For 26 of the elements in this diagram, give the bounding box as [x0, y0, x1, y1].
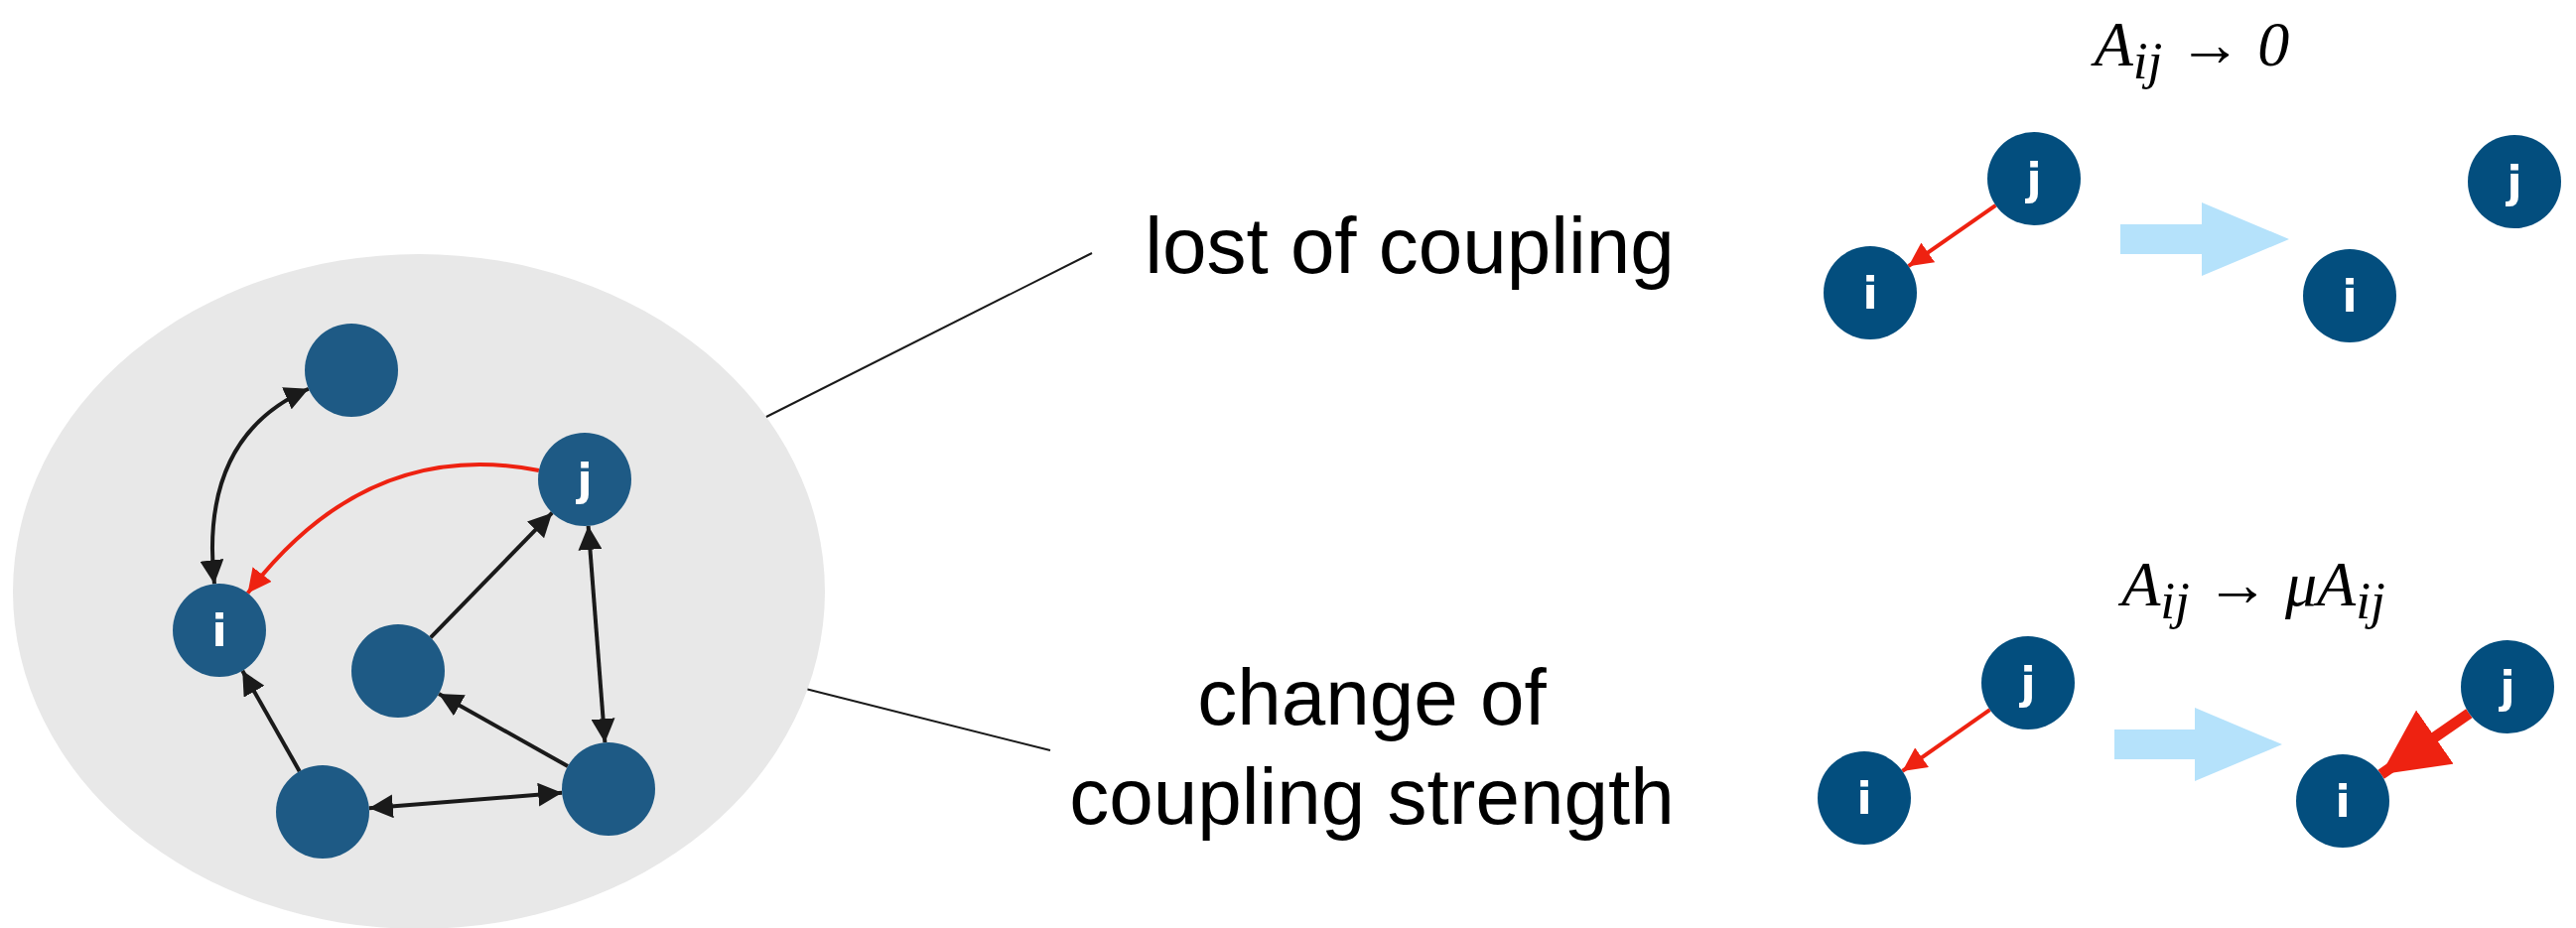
node-circle: j	[538, 433, 631, 526]
block-arrow	[2114, 708, 2282, 781]
caption-text: change of coupling strength	[1050, 648, 1694, 847]
block-arrow	[2120, 202, 2289, 276]
caption-text: lost of coupling	[1092, 197, 1727, 296]
arrow	[246, 462, 540, 595]
arrow	[240, 669, 302, 773]
arrow	[2377, 709, 2473, 779]
arrow	[438, 692, 569, 768]
arrow	[1907, 203, 1997, 268]
node-circle: i	[1818, 751, 1911, 845]
node-circle: j	[2461, 640, 2554, 733]
node-circle: i	[173, 584, 266, 677]
node-circle: j	[2468, 135, 2561, 228]
arrow	[578, 525, 615, 743]
node-circle: j	[1987, 132, 2081, 225]
leader-line	[764, 252, 1093, 418]
arrow	[1901, 708, 1991, 773]
arrow	[429, 511, 554, 639]
arrow	[201, 386, 310, 585]
leader-line	[806, 688, 1051, 751]
node-circle: j	[1981, 636, 2075, 729]
arrow	[368, 782, 563, 819]
node-circle: i	[2296, 754, 2389, 848]
node-circle: i	[2303, 249, 2396, 342]
node-circle: i	[1824, 246, 1917, 339]
